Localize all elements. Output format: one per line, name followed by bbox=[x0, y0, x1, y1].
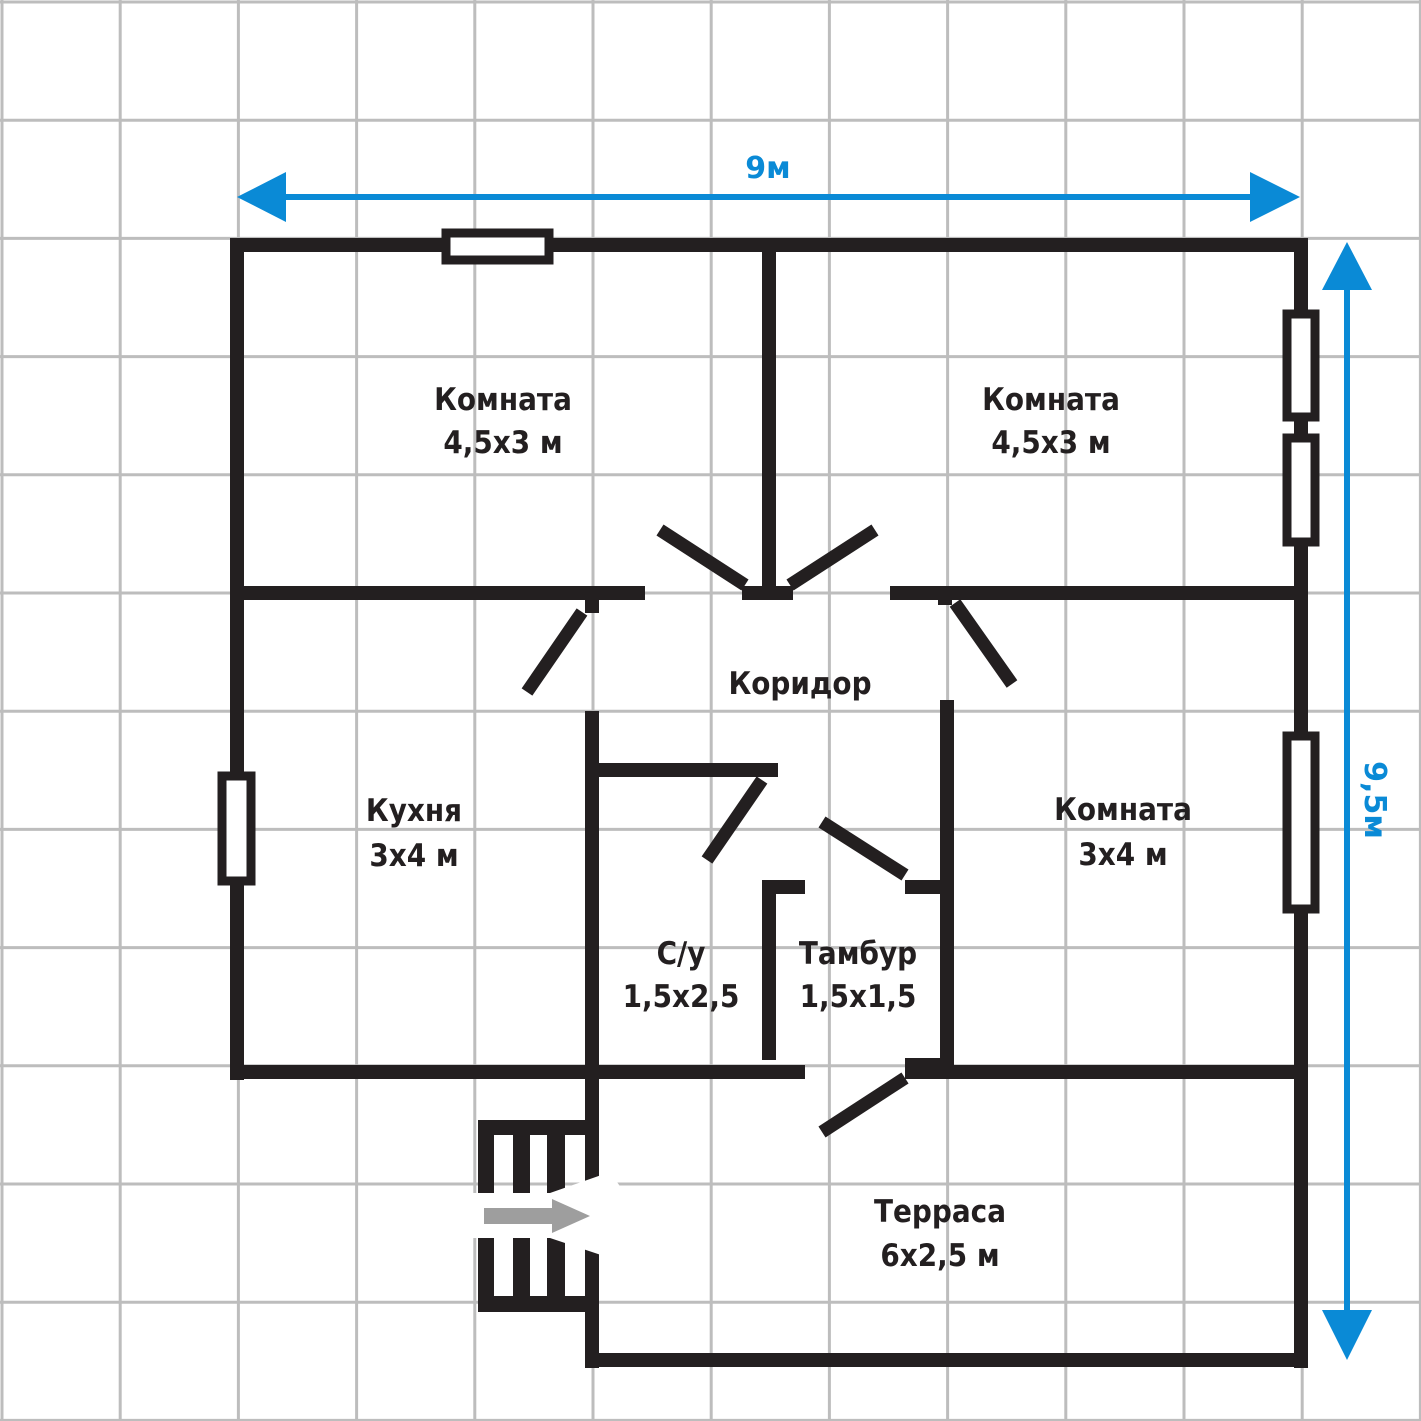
windows bbox=[217, 228, 1320, 914]
room-size: 3x4 м bbox=[369, 838, 458, 874]
room-labels: Комната 4,5x3 м Комната 4,5x3 м Коридор … bbox=[366, 382, 1192, 1274]
width-label: 9м bbox=[745, 151, 790, 186]
arrow-down-icon bbox=[1322, 1310, 1372, 1360]
room-name: Комната bbox=[1054, 792, 1192, 828]
window bbox=[217, 771, 256, 886]
entrance-arrow-icon bbox=[484, 1199, 590, 1233]
door-leaf bbox=[656, 524, 749, 591]
stairs bbox=[470, 1120, 640, 1312]
door-leaf bbox=[818, 816, 909, 881]
door-leaf bbox=[701, 776, 768, 864]
room-size: 3x4 м bbox=[1078, 837, 1167, 873]
doors bbox=[521, 524, 1018, 1138]
arrow-up-icon bbox=[1322, 242, 1372, 290]
arrow-right-icon bbox=[1250, 172, 1300, 222]
height-label: 9,5м bbox=[1357, 761, 1392, 839]
room-name: Кухня bbox=[366, 793, 462, 829]
room-name: Комната bbox=[434, 382, 572, 418]
door-leaf bbox=[818, 1072, 909, 1138]
window bbox=[1282, 309, 1320, 422]
room-name: С/у bbox=[657, 936, 706, 972]
window bbox=[1282, 731, 1320, 914]
walls bbox=[230, 238, 1308, 1368]
room-name: Коридор bbox=[728, 666, 871, 702]
room-name: Комната bbox=[982, 382, 1120, 418]
window bbox=[1282, 433, 1320, 547]
room-size: 4,5x3 м bbox=[991, 425, 1110, 461]
door-leaf bbox=[949, 599, 1018, 688]
room-name: Тамбур bbox=[799, 936, 917, 972]
room-name: Терраса bbox=[874, 1194, 1006, 1230]
room-size: 6x2,5 м bbox=[880, 1238, 999, 1274]
door-leaf bbox=[521, 608, 588, 696]
dimension-lines bbox=[237, 172, 1372, 1360]
room-size: 4,5x3 м bbox=[443, 425, 562, 461]
arrow-left-icon bbox=[237, 172, 286, 222]
room-size: 1,5x2,5 bbox=[623, 979, 740, 1015]
door-leaf bbox=[786, 524, 879, 591]
room-size: 1,5x1,5 bbox=[800, 979, 917, 1015]
window bbox=[441, 228, 554, 265]
